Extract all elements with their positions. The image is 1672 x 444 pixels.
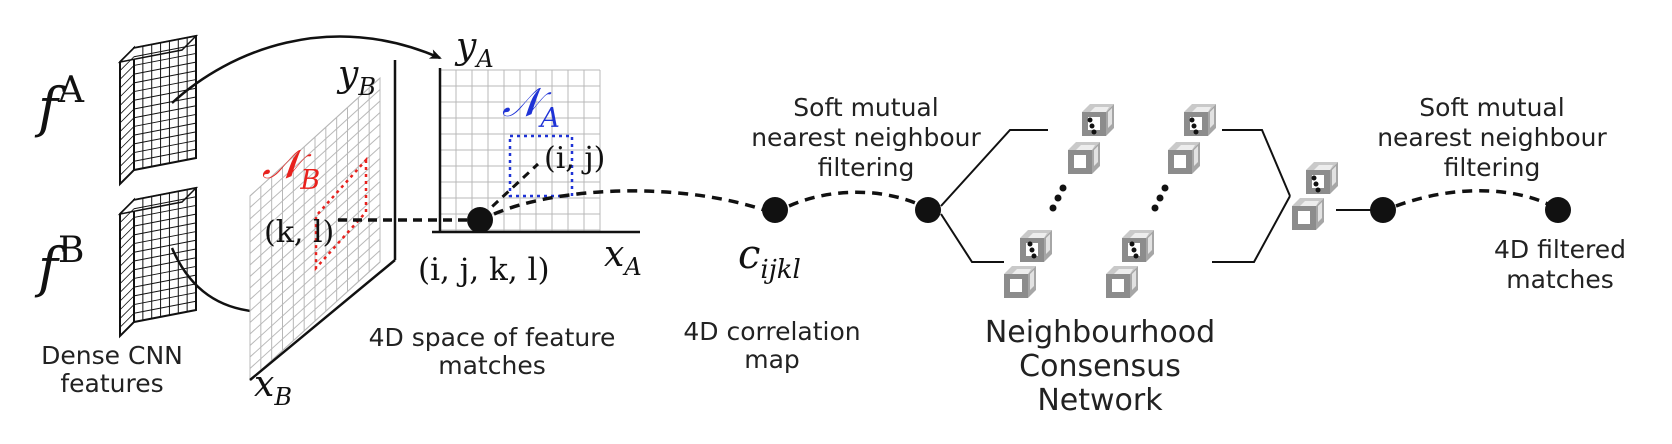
final-match-point xyxy=(1545,197,1571,223)
correlation-caption-line1: 4D correlation xyxy=(683,317,860,346)
cube-stack-2-bottom xyxy=(1106,230,1154,298)
neighbourhood-b-box xyxy=(314,156,368,272)
correlation-label: cijkl xyxy=(738,232,801,285)
output-caption-line2: matches xyxy=(1506,265,1613,294)
filter1-line3: filtering xyxy=(818,153,915,182)
filter1-line2: nearest neighbour xyxy=(751,123,981,152)
ncnet-dots xyxy=(1027,117,1321,259)
xa-axis-label: xA xyxy=(604,234,642,281)
link-correlation-to-filtered xyxy=(788,190,919,208)
arrow-fa-to-space xyxy=(171,35,442,104)
feature-a-label: fA xyxy=(34,70,85,139)
filter2-line1: Soft mutual xyxy=(1419,93,1564,122)
link-ij-to-match xyxy=(480,162,540,218)
ncnet-label-line3: Network xyxy=(1037,383,1163,418)
yb-axis-label: yB xyxy=(336,54,376,101)
filtered-point-1 xyxy=(915,197,941,223)
filter2-line2: nearest neighbour xyxy=(1377,123,1607,152)
ijkl-label: (i, j, k, l) xyxy=(418,252,550,288)
ij-label: (i, j) xyxy=(544,141,605,176)
cube-stack-1-top xyxy=(1068,104,1114,174)
correlation-caption-line2: map xyxy=(744,345,800,374)
feature-map-b xyxy=(117,186,199,339)
ncnet-output-point xyxy=(1370,197,1396,223)
kl-label: (k, l) xyxy=(264,215,334,250)
output-caption-line1: 4D filtered xyxy=(1494,235,1626,264)
cube-stack-2-top xyxy=(1168,104,1216,174)
match-point xyxy=(467,207,493,233)
ncnet-label-line2: Consensus xyxy=(1019,349,1181,384)
ncnet-bracket-top-right xyxy=(1222,129,1291,197)
cube-stack-1-bottom xyxy=(1004,230,1052,298)
correlation-point xyxy=(762,197,788,223)
arrow-fb-to-space xyxy=(170,247,264,317)
space-grid-b xyxy=(249,76,381,382)
feature-map-a xyxy=(117,34,199,187)
cnn-caption-line1: Dense CNN xyxy=(41,341,183,370)
neighbourhood-a-label: 𝒩A xyxy=(502,80,560,134)
filter2-line3: filtering xyxy=(1444,153,1541,182)
cnn-caption-line2: features xyxy=(60,369,163,398)
link-match-to-correlation xyxy=(493,189,765,216)
axis-xb xyxy=(249,259,396,381)
feature-b-label: fB xyxy=(34,230,84,299)
ncnet-bracket-bottom-left xyxy=(940,213,1004,263)
ya-axis-label: yA xyxy=(454,26,494,73)
link-output-to-final xyxy=(1395,189,1549,208)
ncnet-label-line1: Neighbourhood xyxy=(985,315,1215,350)
space-caption-line2: matches xyxy=(438,351,545,380)
xb-axis-label: xB xyxy=(254,364,292,411)
space-caption-line1: 4D space of feature xyxy=(369,323,616,352)
space-grid-a xyxy=(439,69,601,232)
ncnet-bracket-bottom-right xyxy=(1212,195,1291,263)
ncnet-bracket-top-left xyxy=(940,129,1048,207)
cube-stack-3 xyxy=(1292,162,1338,230)
neighbourhood-a-box xyxy=(508,134,574,198)
filter1-line1: Soft mutual xyxy=(793,93,938,122)
